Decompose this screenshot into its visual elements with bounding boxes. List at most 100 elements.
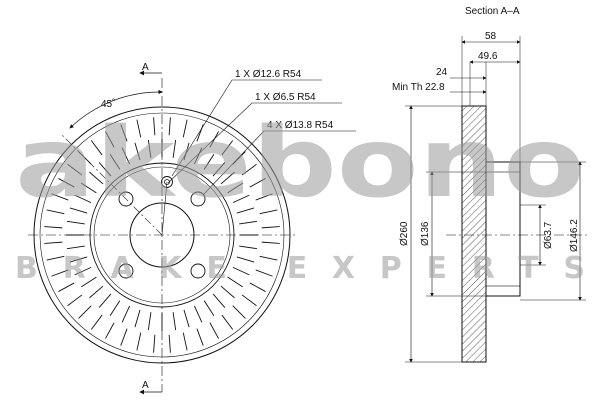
watermark-brand: akebono — [15, 107, 585, 219]
dim-dia-hat: Ø136 — [420, 221, 431, 246]
cooling-vane — [259, 209, 278, 215]
cooling-vane — [232, 194, 250, 204]
cooling-vane — [203, 300, 215, 317]
dim-width-inner: 49.6 — [478, 51, 498, 62]
section-view — [405, 36, 590, 363]
cooling-vane — [182, 119, 188, 138]
cooling-vane — [44, 226, 63, 229]
angle-hole-line — [161, 181, 168, 236]
cooling-vane — [78, 305, 92, 319]
cooling-vane — [232, 266, 250, 276]
cooling-vane — [172, 139, 177, 158]
cooling-vane — [241, 163, 257, 176]
cooling-vane — [121, 147, 131, 165]
dim-dia-center: Ø63.7 — [543, 221, 554, 249]
cooling-vane — [105, 131, 115, 148]
cooling-vane — [109, 300, 121, 317]
dim-min-thickness: Min Th 22.8 — [392, 82, 445, 93]
cooling-vane — [98, 162, 112, 177]
dim-overall-width: 58 — [485, 31, 497, 42]
cooling-vane — [121, 305, 131, 323]
cooling-vane — [147, 312, 152, 331]
cooling-vane — [74, 266, 92, 276]
cooling-vane — [109, 153, 121, 170]
cooling-vane — [239, 220, 258, 225]
cooling-vane — [241, 294, 257, 307]
cooling-vane — [69, 207, 88, 214]
bolt-hole-4 — [190, 263, 206, 279]
cooling-vane — [221, 314, 234, 330]
cooling-vane — [227, 276, 244, 288]
cooling-vane — [172, 312, 177, 331]
cooling-vane — [153, 334, 156, 353]
cooling-vane — [89, 171, 104, 185]
cooling-vane — [105, 322, 115, 339]
cooling-vane — [221, 140, 234, 156]
callout-hole-2: 1 X Ø6.5 R54 — [255, 92, 316, 103]
cooling-vane — [196, 328, 204, 346]
cooling-vane — [66, 220, 85, 225]
cooling-vane — [209, 322, 219, 339]
cooling-vane — [183, 142, 190, 161]
leader-hole-2 — [167, 102, 342, 184]
section-title: Section A–A — [465, 6, 520, 17]
cooling-vane — [232, 305, 246, 319]
angle-reference-line — [61, 134, 163, 236]
bolt-hole-1 — [118, 191, 134, 207]
cooling-vane — [193, 305, 203, 323]
cooling-vane — [255, 193, 273, 201]
cooling-vane — [255, 269, 273, 277]
cooling-vane — [51, 269, 69, 277]
cooling-vane — [58, 178, 75, 188]
cooling-vane — [261, 226, 280, 229]
watermark-tagline: BRAKE EXPERTS — [15, 251, 585, 286]
section-marker-bottom: A — [142, 380, 149, 391]
cooling-vane — [74, 194, 92, 204]
cooling-vane — [98, 293, 112, 308]
cooling-vane — [183, 309, 190, 328]
locating-hole-large — [161, 176, 173, 188]
dim-dia-mount: Ø146.2 — [569, 219, 580, 252]
bolt-hole-3 — [118, 263, 134, 279]
cooling-vane — [51, 193, 69, 201]
cooling-vane — [147, 139, 152, 158]
callout-hole-3: 4 X Ø13.8 R54 — [267, 120, 334, 131]
cooling-vane — [249, 178, 266, 188]
cooling-vane — [261, 241, 280, 244]
cooling-vane — [227, 182, 244, 194]
cooling-vane — [89, 285, 104, 299]
friction-ring-section — [461, 105, 487, 363]
cooling-vane — [220, 171, 235, 185]
cooling-vane — [46, 255, 65, 261]
cooling-vane — [136, 332, 142, 351]
leader-hole-3 — [202, 130, 356, 196]
cooling-vane — [46, 209, 65, 215]
cooling-vane — [236, 256, 255, 263]
cooling-vane — [134, 142, 141, 161]
cooling-vane — [236, 207, 255, 214]
dim-thickness: 24 — [436, 67, 448, 78]
cooling-vane — [66, 245, 85, 250]
cooling-vane — [249, 282, 266, 292]
dim-dia-outer: Ø260 — [399, 221, 410, 246]
cooling-vane — [168, 117, 171, 136]
cooling-vane — [182, 332, 188, 351]
cooling-vane — [193, 147, 203, 165]
bolt-hole-2 — [190, 191, 206, 207]
mount-flange — [485, 161, 521, 173]
cooling-vane — [212, 293, 226, 308]
cooling-vane — [90, 140, 103, 156]
cooling-vane — [90, 314, 103, 330]
cooling-vane — [69, 256, 88, 263]
cooling-vane — [168, 334, 171, 353]
cooling-vane — [232, 151, 246, 165]
cooling-vane — [203, 153, 215, 170]
cooling-vane — [239, 245, 258, 250]
mount-flange-lower — [485, 285, 521, 297]
cooling-vane — [220, 285, 235, 299]
cooling-vane — [44, 241, 63, 244]
section-marker-top: A — [142, 62, 149, 73]
cooling-vane — [259, 255, 278, 261]
